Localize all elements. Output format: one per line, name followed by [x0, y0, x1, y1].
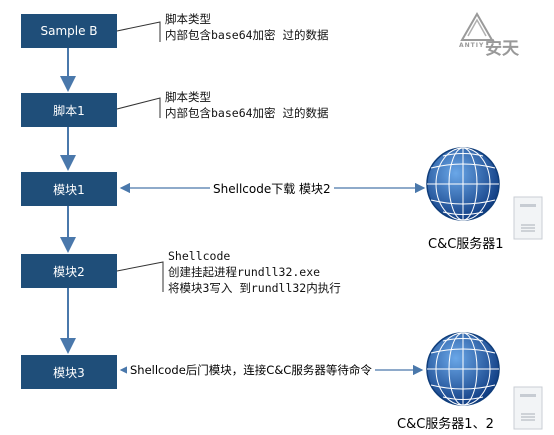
- box-module1: 模块1: [21, 172, 117, 206]
- note-module2: Shellcode 创建挂起进程rundll32.exe 将模块3写入 到rundl…: [168, 248, 341, 296]
- note-script1-line-2: 内部包含base64加密 过的数据: [165, 106, 329, 120]
- logo-brand-en: ANTIY: [459, 42, 485, 49]
- server-1-icon: [426, 147, 543, 240]
- note-sample-b-line-1: 脚本类型: [165, 12, 211, 26]
- server-1-label: C&C服务器1: [428, 237, 504, 252]
- note-module2-line-1: Shellcode: [168, 249, 231, 263]
- note-sample-b-line-2: 内部包含base64加密 过的数据: [165, 28, 329, 42]
- note-sample-b: 脚本类型内部包含base64加密 过的数据: [165, 11, 328, 43]
- note-script1: 脚本类型内部包含base64加密 过的数据: [165, 89, 328, 121]
- link-label-module1: Shellcode下载 模块2: [210, 180, 334, 197]
- note-script1-line-1: 脚本类型: [165, 90, 211, 104]
- server-2-label: C&C服务器1、2: [397, 417, 494, 432]
- note-connector-script1: [116, 97, 161, 118]
- note-connector-sample-b: [116, 21, 161, 42]
- box-module2-label: 模块2: [53, 264, 85, 279]
- link-label-module3: Shellcode后门模块，连接C&C服务器等待命令: [127, 362, 375, 378]
- note-module2-line-3: 将模块3写入 到rundll32内执行: [168, 281, 341, 295]
- box-module3-label: 模块3: [53, 365, 85, 380]
- note-module2-line-2: 创建挂起进程rundll32.exe: [168, 265, 321, 279]
- antiy-logo-mark: [460, 11, 494, 41]
- logo-brand-cn: 安天: [485, 39, 519, 59]
- box-module1-label: 模块1: [53, 182, 85, 197]
- box-module2: 模块2: [21, 254, 117, 288]
- note-connector-module2: [116, 261, 164, 292]
- box-module3: 模块3: [21, 355, 117, 389]
- box-sample-b-label: Sample B: [40, 24, 98, 38]
- server-2-icon: [426, 332, 543, 430]
- box-sample-b: Sample B: [21, 14, 117, 48]
- box-script1-label: 脚本1: [53, 103, 85, 118]
- box-script1: 脚本1: [21, 93, 117, 127]
